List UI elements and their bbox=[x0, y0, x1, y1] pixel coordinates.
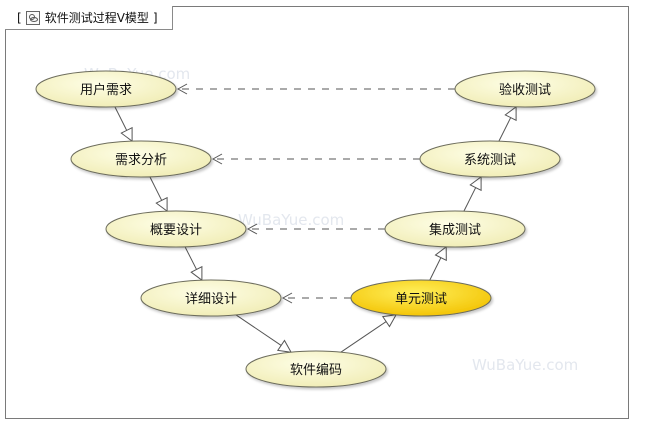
use-case-node-detail-design[interactable]: 详细设计 bbox=[140, 279, 282, 317]
watermark-text: WuBaYue.com bbox=[472, 356, 578, 374]
use-case-ellipse[interactable] bbox=[350, 279, 492, 317]
use-case-node-user-req[interactable]: 用户需求 bbox=[35, 70, 177, 108]
use-case-ellipse[interactable] bbox=[35, 70, 177, 108]
watermark-text: WuBaYue.com bbox=[238, 211, 344, 229]
use-case-ellipse[interactable] bbox=[454, 70, 596, 108]
use-case-node-acceptance-test[interactable]: 验收测试 bbox=[454, 70, 596, 108]
correspondence-arrowhead bbox=[211, 153, 223, 165]
use-case-label: 验收测试 bbox=[499, 82, 551, 98]
flow-arrowhead bbox=[504, 105, 517, 122]
flow-edge bbox=[463, 187, 477, 212]
flow-edge bbox=[340, 321, 387, 353]
flow-arrowhead bbox=[381, 314, 398, 328]
flow-arrowhead bbox=[469, 175, 482, 192]
use-case-node-coding[interactable]: 软件编码 bbox=[245, 350, 387, 388]
open-bracket: [ bbox=[17, 10, 22, 25]
use-case-node-integration-test[interactable]: 集成测试 bbox=[384, 210, 526, 248]
use-case-diagram-icon bbox=[25, 10, 40, 25]
use-case-ellipse[interactable] bbox=[105, 210, 247, 248]
use-case-node-outline-design[interactable]: 概要设计 bbox=[105, 210, 247, 248]
use-case-node-req-analysis[interactable]: 需求分析 bbox=[70, 140, 212, 178]
use-case-label: 系统测试 bbox=[464, 153, 516, 168]
use-case-ellipse[interactable] bbox=[384, 210, 526, 248]
use-case-node-system-test[interactable]: 系统测试 bbox=[419, 140, 561, 178]
use-case-label: 需求分析 bbox=[115, 153, 167, 168]
flow-edge bbox=[498, 117, 512, 142]
close-bracket: ] bbox=[152, 10, 158, 25]
use-case-ellipse[interactable] bbox=[419, 140, 561, 178]
correspondence-edges bbox=[176, 83, 455, 304]
flow-arrowhead bbox=[276, 339, 293, 353]
correspondence-arrowhead bbox=[246, 223, 258, 235]
use-case-label: 详细设计 bbox=[185, 292, 237, 307]
flow-edges bbox=[114, 105, 517, 353]
flow-arrowhead bbox=[190, 265, 203, 282]
use-case-ellipse[interactable] bbox=[140, 279, 282, 317]
use-case-label: 集成测试 bbox=[429, 222, 481, 238]
use-case-node-unit-test[interactable]: 单元测试 bbox=[350, 279, 492, 317]
flow-edge bbox=[184, 246, 197, 270]
flow-edge bbox=[235, 314, 282, 346]
correspondence-arrowhead bbox=[176, 83, 188, 95]
flow-arrowhead bbox=[434, 245, 447, 262]
correspondence-arrowhead bbox=[281, 292, 293, 304]
flow-arrowhead bbox=[120, 126, 133, 143]
use-case-label: 概要设计 bbox=[150, 223, 202, 238]
flow-edge bbox=[429, 257, 442, 281]
flow-edge bbox=[149, 176, 163, 201]
diagram-title-tab: [ 软件测试过程V模型 ] bbox=[5, 6, 173, 30]
use-case-ellipse[interactable] bbox=[70, 140, 212, 178]
use-case-label: 用户需求 bbox=[80, 82, 132, 98]
use-case-ellipse[interactable] bbox=[245, 350, 387, 388]
use-case-label: 单元测试 bbox=[395, 292, 447, 307]
diagram-title: 软件测试过程V模型 bbox=[44, 11, 149, 25]
flow-edge bbox=[114, 106, 128, 131]
flow-arrowhead bbox=[155, 196, 168, 213]
use-case-label: 软件编码 bbox=[290, 363, 342, 378]
